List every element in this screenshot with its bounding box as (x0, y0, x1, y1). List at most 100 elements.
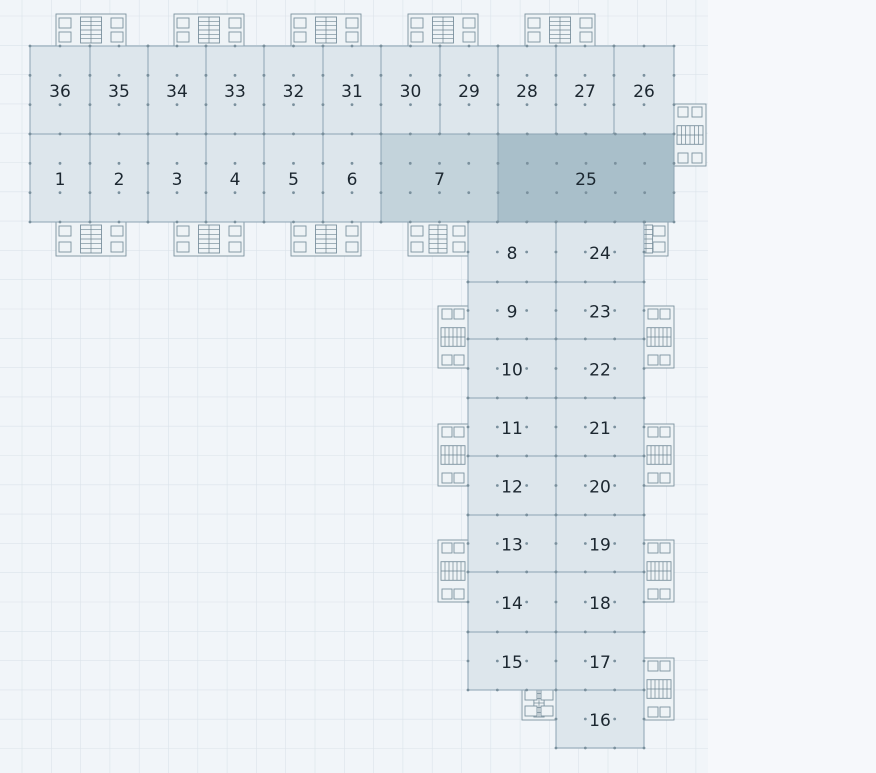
stair-core (407, 13, 479, 47)
structural-column (58, 161, 62, 165)
structural-column (88, 103, 92, 107)
service-room (647, 706, 659, 718)
service-room (410, 241, 424, 253)
unit-label-6: 6 (347, 170, 358, 190)
structural-column (525, 191, 529, 195)
unit-15[interactable] (467, 631, 557, 691)
stair-core (55, 221, 127, 257)
unit-19[interactable] (555, 514, 645, 573)
service-room (345, 31, 359, 43)
structural-column (642, 425, 646, 429)
structural-column (525, 630, 529, 634)
structural-column (438, 161, 441, 165)
unit-label-22: 22 (589, 361, 611, 381)
structural-column (204, 191, 208, 195)
structural-column (642, 309, 646, 312)
structural-column (58, 44, 62, 48)
structural-column (408, 132, 412, 136)
service-room (659, 588, 671, 600)
service-room (579, 17, 593, 29)
unit-14[interactable] (467, 571, 557, 633)
structural-column (525, 396, 529, 400)
structural-column (613, 659, 617, 663)
structural-column (466, 337, 470, 341)
structural-column (117, 132, 121, 136)
structural-column (554, 570, 558, 574)
stair-core (643, 305, 675, 369)
structural-column (350, 161, 354, 165)
structural-column (642, 688, 646, 692)
service-room (647, 588, 659, 600)
unit-label-18: 18 (589, 594, 611, 614)
service-room (441, 588, 453, 600)
unit-17[interactable] (555, 631, 645, 691)
unit-31[interactable] (322, 45, 382, 135)
structural-column (583, 220, 587, 224)
structural-column (438, 191, 441, 195)
unit-22[interactable] (555, 338, 645, 399)
structural-column (642, 44, 646, 48)
structural-column (583, 280, 587, 284)
structural-column (146, 103, 150, 107)
unit-2[interactable] (89, 133, 149, 223)
unit-25[interactable] (497, 133, 675, 223)
stair-core (437, 423, 469, 487)
service-room (452, 225, 466, 237)
structural-column (613, 132, 617, 136)
unit-3[interactable] (147, 133, 207, 223)
structural-column (613, 717, 617, 721)
structural-column (554, 542, 558, 545)
unit-label-2: 2 (114, 170, 125, 190)
structural-column (350, 191, 354, 195)
structural-column (495, 337, 499, 341)
structural-column (438, 44, 442, 48)
unit-13[interactable] (467, 514, 557, 573)
structural-column (643, 191, 647, 195)
structural-column (262, 132, 266, 136)
structural-column (350, 73, 354, 77)
structural-column (642, 250, 646, 254)
unit-label-21: 21 (589, 419, 611, 439)
structural-column (583, 73, 587, 77)
structural-column (525, 309, 529, 312)
structural-column (321, 44, 325, 48)
structural-column (642, 396, 646, 400)
stair-core (55, 13, 127, 47)
structural-column (613, 630, 617, 634)
structural-column (233, 73, 237, 77)
structural-column (672, 132, 676, 136)
unit-label-20: 20 (589, 478, 611, 498)
unit-9[interactable] (467, 281, 557, 340)
stair-core (407, 221, 469, 257)
unit-11[interactable] (467, 397, 557, 457)
structural-column (233, 191, 237, 195)
structural-column (466, 484, 470, 487)
unit-4[interactable] (205, 133, 265, 223)
service-room (462, 31, 476, 43)
structural-column (554, 367, 558, 370)
unit-33[interactable] (205, 45, 265, 135)
service-room (293, 225, 307, 237)
structural-column (204, 132, 208, 136)
structural-column (467, 161, 471, 165)
structural-column (525, 367, 529, 370)
unit-8[interactable] (467, 221, 557, 283)
structural-column (554, 103, 558, 107)
structural-column (495, 396, 499, 400)
unit-27[interactable] (555, 45, 615, 135)
structural-column (583, 103, 587, 107)
service-room (58, 31, 72, 43)
structural-column (583, 367, 587, 370)
service-room (293, 241, 307, 253)
unit-34[interactable] (147, 45, 207, 135)
unit-6[interactable] (322, 133, 382, 223)
unit-10[interactable] (467, 338, 557, 399)
unit-label-29: 29 (458, 82, 480, 102)
unit-label-4: 4 (230, 170, 241, 190)
structural-column (321, 73, 325, 77)
structural-column (204, 73, 208, 77)
service-room (345, 17, 359, 29)
structural-column (554, 717, 558, 721)
structural-column (350, 220, 354, 224)
unit-36[interactable] (29, 45, 91, 135)
